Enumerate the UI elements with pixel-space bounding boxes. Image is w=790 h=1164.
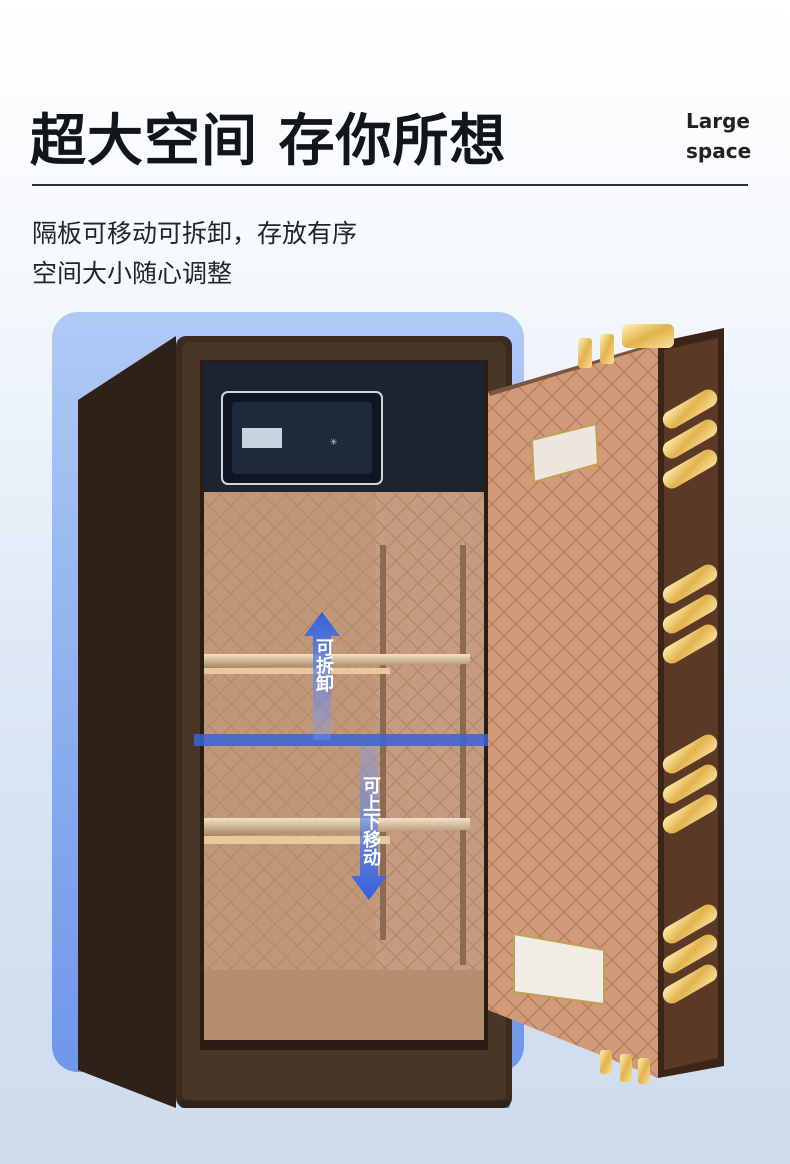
emblem-icon: ✳ [330,438,338,448]
shelf-upper [204,654,470,674]
english-subtitle-line1: Large [686,109,750,133]
feature-description-line2: 空间大小随心调整 [32,259,233,288]
english-subtitle: Large space [686,106,756,166]
feature-description: 隔板可移动可拆卸，存放有序 空间大小随心调整 [32,214,632,294]
safe-door [488,324,724,1084]
arrow-up-icon [304,612,340,740]
cabinet-base [180,1100,510,1108]
shelf-lower [204,818,470,844]
arrow-down-icon [351,746,387,900]
headline-title: 超大空间 存你所想 [30,109,507,174]
locking-bolts [662,389,718,1004]
feature-description-line1: 隔板可移动可拆卸，存放有序 [32,219,358,248]
english-subtitle-line2: space [686,139,752,163]
header-divider [32,184,748,186]
shelf-guide-line [194,734,494,746]
label-movable: 可上下移动 [360,776,381,866]
label-removable: 可拆卸 [313,638,334,692]
cabinet-interior: ✳ [204,362,484,1040]
